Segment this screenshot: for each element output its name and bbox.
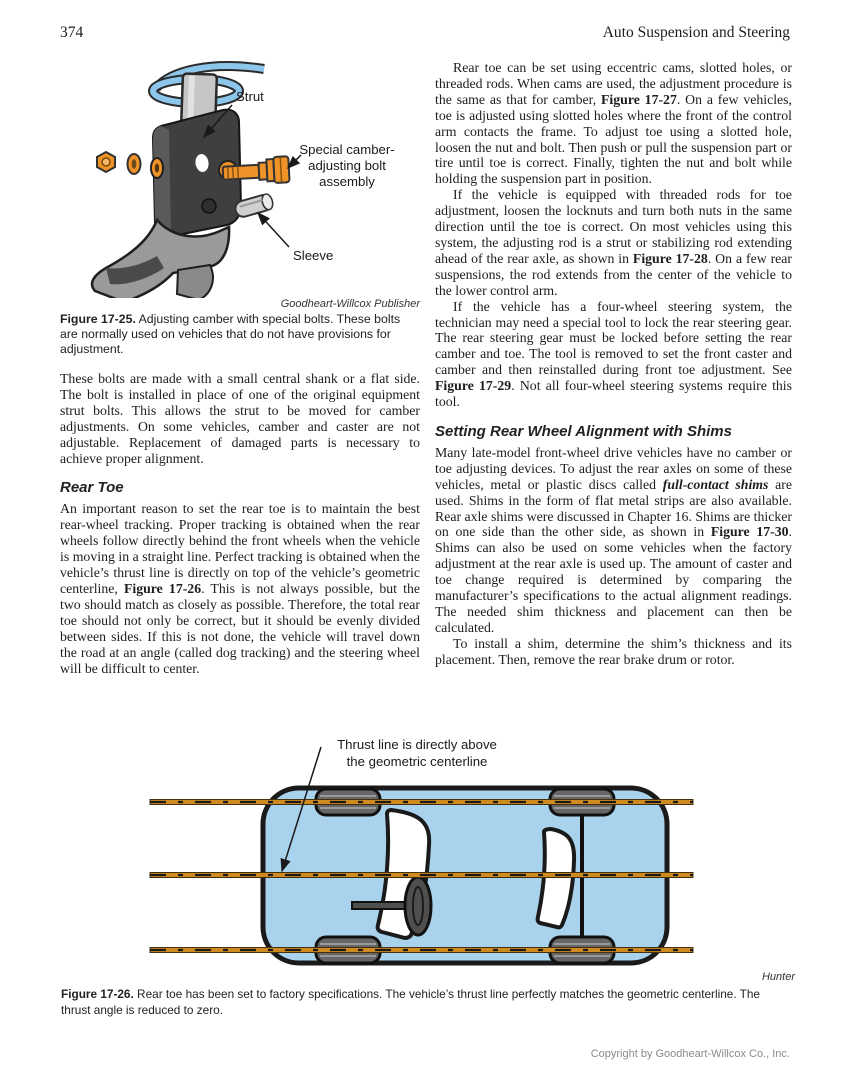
paragraph-rear-toe: An important reason to set the rear toe …	[60, 501, 420, 676]
paragraph-shims: Many late-model front-wheel drive vehicl…	[435, 444, 793, 635]
paragraph-threaded-rods: If the vehicle is equipped with threaded…	[435, 187, 793, 298]
thrust-label-line1: Thrust line is directly above	[337, 737, 497, 752]
left-column: Strut Special camber- adjusting bolt ass…	[60, 60, 420, 676]
figure-25-caption-lead: Figure 17-25.	[60, 312, 136, 326]
nut-and-washer	[96, 150, 142, 175]
page-header: 374 Auto Suspension and Steering	[60, 24, 790, 42]
figure-17-25-illustration: Strut Special camber- adjusting bolt ass…	[90, 61, 395, 298]
running-title: Auto Suspension and Steering	[602, 24, 790, 41]
rear-wheel-rod	[149, 947, 694, 953]
paragraph-special-bolts: These bolts are made with a small centra…	[60, 371, 420, 466]
paragraph-four-wheel-steering: If the vehicle has a four-wheel steering…	[435, 298, 792, 410]
front-wheel-rod	[149, 799, 694, 805]
thrust-label-line2: the geometric centerline	[347, 754, 488, 769]
figure-26-caption-lead: Figure 17-26.	[61, 987, 134, 1001]
figure-26-credit: Hunter	[761, 971, 795, 983]
figure-25-callouts: Strut Special camber- adjusting bolt ass…	[203, 89, 395, 263]
figure-25-caption: Figure 17-25. Adjusting camber with spec…	[60, 312, 420, 357]
figure-25-caption-text: Adjusting camber with special bolts. The…	[60, 312, 401, 356]
bolt-label-line2: adjusting bolt	[308, 158, 386, 173]
two-column-layout: Strut Special camber- adjusting bolt ass…	[60, 60, 792, 676]
figure-17-26-illustration: Thrust line is directly above the geomet…	[149, 737, 694, 966]
steering-wheel	[351, 875, 433, 937]
strut-label: Strut	[236, 89, 264, 104]
thrust-line-callout: Thrust line is directly above the geomet…	[280, 737, 497, 873]
page-number: 374	[60, 24, 84, 41]
copyright-line: Copyright by Goodheart-Willcox Co., Inc.	[590, 1048, 790, 1060]
bolt-label-line3: assembly	[319, 174, 375, 189]
right-column: Rear toe can be set using eccentric cams…	[435, 60, 792, 676]
figure-26-caption-text: Rear toe has been set to factory specifi…	[61, 987, 760, 1017]
rear-window	[535, 826, 577, 930]
heading-rear-toe: Rear Toe	[60, 479, 124, 497]
figure-25-credit: Goodheart-Willcox Publisher	[280, 298, 420, 310]
thrust-line-rod	[149, 872, 694, 878]
paragraph-install-shim: To install a shim, determine the shim’s …	[435, 635, 792, 667]
sleeve-label: Sleeve	[293, 248, 333, 263]
camber-bracket	[150, 108, 243, 238]
sleeve-part	[234, 193, 274, 218]
bolt-label-line1: Special camber-	[299, 142, 394, 157]
steering-knuckle	[90, 217, 231, 298]
alignment-rods	[149, 799, 694, 953]
figure-26-caption: Figure 17-26. Rear toe has been set to f…	[61, 987, 791, 1018]
paragraph-cams: Rear toe can be set using eccentric cams…	[435, 60, 792, 187]
heading-shims: Setting Rear Wheel Alignment with Shims	[435, 422, 732, 440]
camber-bolt	[221, 155, 291, 184]
figure-17-26: Thrust line is directly above the geomet…	[55, 733, 795, 1018]
